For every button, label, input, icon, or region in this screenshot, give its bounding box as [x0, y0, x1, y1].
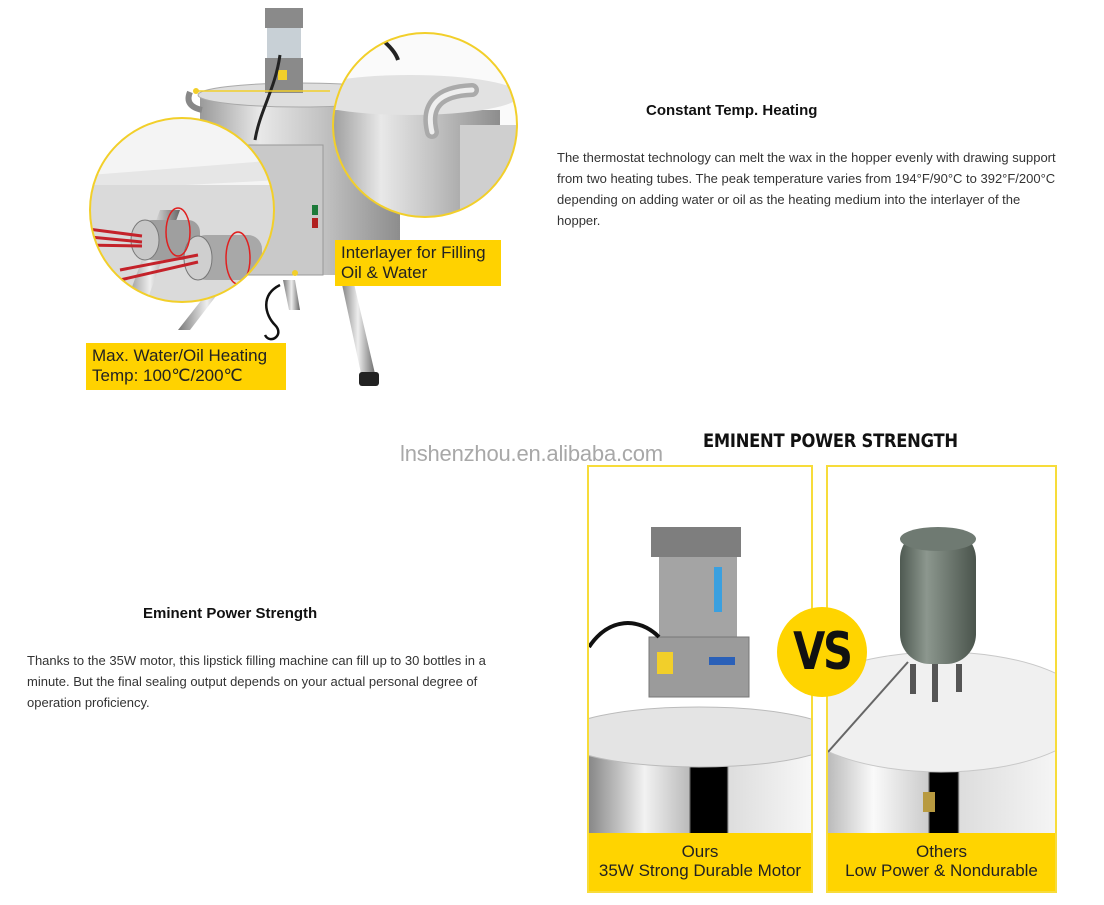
others-caption-line2: Low Power & Nondurable: [845, 861, 1038, 880]
callout-interlayer: Interlayer for Filling Oil & Water: [335, 240, 501, 286]
machine-illustration: [89, 8, 518, 386]
callout-max-temp-line1: Max. Water/Oil Heating: [92, 346, 268, 365]
ours-caption-line1: Ours: [681, 842, 719, 861]
constant-temp-paragraph: The thermostat technology can melt the w…: [557, 150, 1056, 228]
ours-caption: Ours 35W Strong Durable Motor: [589, 833, 811, 891]
eminent-power-heading: Eminent Power Strength: [143, 605, 318, 622]
vs-badge: VS: [777, 607, 867, 697]
comparison-panel-ours: Ours 35W Strong Durable Motor: [587, 465, 813, 893]
vs-label: VS: [793, 622, 853, 682]
callout-interlayer-line1: Interlayer for Filling: [341, 243, 486, 262]
eminent-power-paragraph: Thanks to the 35W motor, this lipstick f…: [27, 653, 486, 710]
callout-interlayer-line2: Oil & Water: [341, 263, 428, 282]
ours-caption-line2: 35W Strong Durable Motor: [598, 861, 802, 880]
others-caption-line1: Others: [915, 842, 968, 861]
comparison-panel-others: Others Low Power & Nondurable: [826, 465, 1057, 893]
callout-max-temp-line2: Temp: 100℃/200℃: [92, 366, 243, 385]
heating-machine-image: [80, 0, 520, 400]
callout-max-temp: Max. Water/Oil Heating Temp: 100℃/200℃: [86, 343, 286, 390]
others-caption: Others Low Power & Nondurable: [828, 833, 1055, 891]
ours-motor-illustration: [589, 527, 811, 837]
watermark-text: lnshenzhou.en.alibaba.com: [400, 441, 663, 466]
others-motor-illustration: [828, 527, 1055, 837]
constant-temp-heading: Constant Temp. Heating: [646, 102, 818, 119]
eminent-power-banner-title: EMINENT POWER STRENGTH: [703, 430, 958, 452]
